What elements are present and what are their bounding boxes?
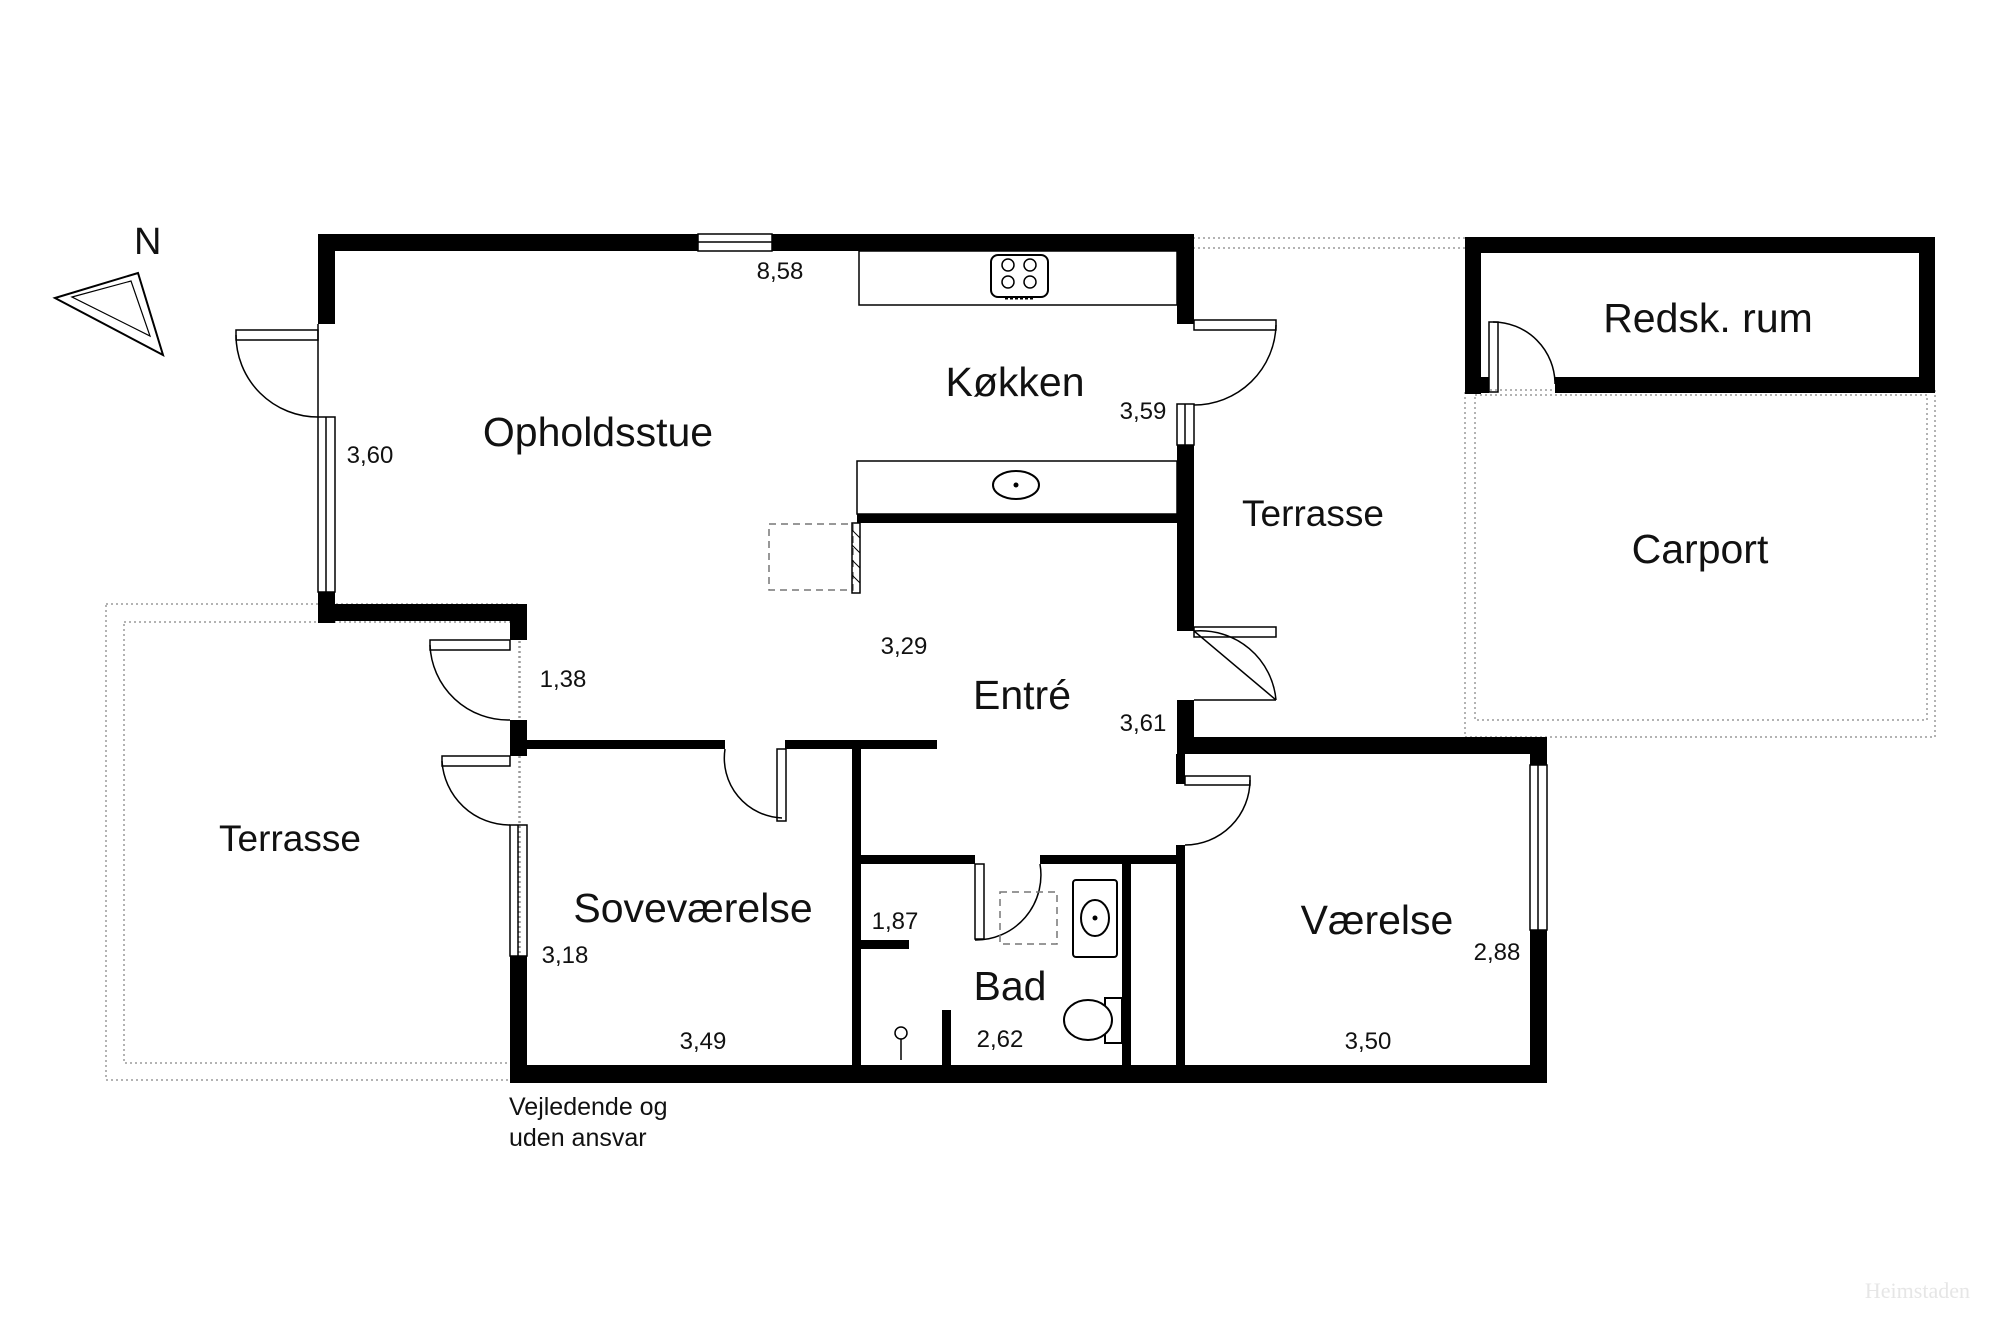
north-arrow-icon [52, 271, 165, 358]
room-label-sovevaerelse: Soveværelse [573, 885, 812, 931]
dimension-bad-bottom: 2,62 [977, 1026, 1024, 1053]
doors [235, 319, 1556, 941]
shower-drain-icon [894, 1026, 908, 1060]
dimension-vaerelse-right: 2,88 [1474, 939, 1521, 966]
room-label-bad: Bad [974, 963, 1047, 1009]
room-label-kokken: Køkken [946, 359, 1085, 405]
sink-icon [992, 470, 1040, 500]
dimension-vaerelse-bottom: 3,50 [1345, 1028, 1392, 1055]
disclaimer-line-1: Vejledende og [509, 1093, 667, 1121]
redskabsrum-walls [1465, 237, 1935, 394]
dimension-sove-left: 3,18 [542, 942, 589, 969]
dimension-kitchen: 3,59 [1120, 398, 1167, 425]
dimension-labels: 8,58 3,60 3,59 1,38 3,29 3,61 1,87 3,18 … [347, 258, 1521, 1055]
watermark: Heimstaden [1865, 1278, 1970, 1303]
room-label-vaerelse: Værelse [1301, 897, 1454, 943]
disclaimer: Vejledende og uden ansvar [509, 1093, 667, 1152]
dimension-sove-bottom: 3,49 [680, 1028, 727, 1055]
room-label-redsk-rum: Redsk. rum [1603, 295, 1813, 341]
dimension-bad-left: 1,87 [872, 908, 919, 935]
walls [318, 234, 1547, 1083]
windows [317, 233, 1548, 957]
stove-icon [990, 254, 1049, 300]
disclaimer-line-2: uden ansvar [509, 1124, 647, 1152]
dimension-entre-center: 3,29 [881, 633, 928, 660]
dimension-hall-west: 1,38 [540, 666, 587, 693]
room-labels: Opholdsstue Køkken Terrasse Redsk. rum C… [219, 295, 1813, 1009]
dimension-west-wall: 3,60 [347, 442, 394, 469]
room-label-entre: Entré [973, 672, 1071, 718]
washbasin-icon [1072, 879, 1118, 958]
fixtures [768, 250, 1178, 1060]
room-label-terrasse-east: Terrasse [1242, 493, 1384, 534]
compass: N [52, 221, 165, 358]
dimension-top-wall: 8,58 [757, 258, 804, 285]
room-label-opholdsstue: Opholdsstue [483, 409, 713, 455]
dimension-entre-east: 3,61 [1120, 710, 1167, 737]
toilet-icon [1063, 997, 1123, 1044]
compass-north-label: N [134, 221, 161, 263]
room-label-carport: Carport [1632, 526, 1769, 572]
room-label-terrasse-west: Terrasse [219, 818, 361, 859]
